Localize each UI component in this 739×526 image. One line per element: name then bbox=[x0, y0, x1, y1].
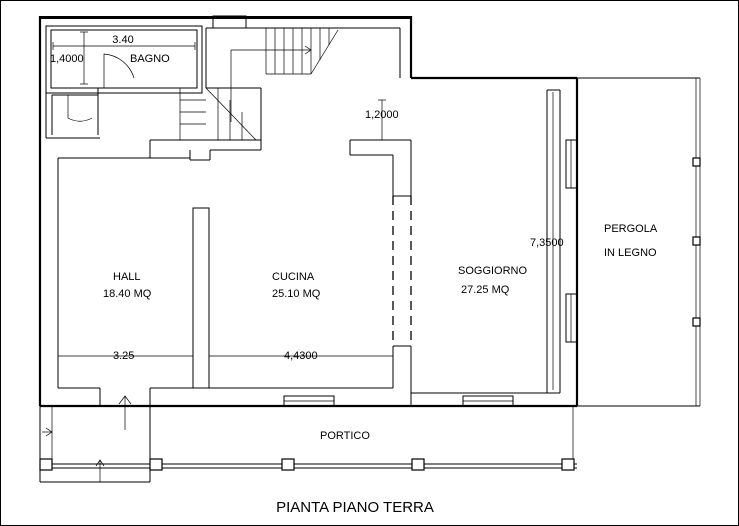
hall-area: 18.40 MQ bbox=[103, 288, 152, 300]
bagno-walls bbox=[45, 25, 203, 139]
cucina-width-dim: 4,4300 bbox=[284, 350, 318, 362]
bagno-door bbox=[103, 53, 135, 88]
stair-walls bbox=[149, 15, 401, 161]
outer-walls bbox=[38, 16, 579, 408]
portico-label: PORTICO bbox=[320, 430, 370, 442]
cucina-area: 25.10 MQ bbox=[272, 288, 321, 300]
pergola bbox=[577, 77, 701, 407]
cucina-label: CUCINA bbox=[272, 271, 315, 283]
soggiorno-area: 27.25 MQ bbox=[461, 284, 510, 296]
closet-door bbox=[67, 95, 93, 122]
soggiorno-depth-dim: 7,3500 bbox=[530, 237, 564, 249]
bagno-width-label: 3.40 bbox=[112, 34, 133, 46]
cucina-walls bbox=[209, 139, 412, 406]
plan-title: PIANTA PIANO TERRA bbox=[276, 499, 434, 516]
windows-south bbox=[283, 395, 514, 407]
bagno-height-label: 1,4000 bbox=[50, 53, 84, 65]
pergola-label: PERGOLA bbox=[604, 223, 658, 235]
staircase bbox=[179, 28, 339, 141]
hall-label: HALL bbox=[113, 271, 141, 283]
portico bbox=[39, 406, 577, 483]
hall-width-dim: 3.25 bbox=[113, 350, 134, 362]
soggiorno-label: SOGGIORNO bbox=[458, 265, 528, 277]
dimension-lines bbox=[52, 31, 554, 390]
bagno-label: BAGNO bbox=[130, 53, 170, 65]
soggiorno-top-dim: 1,2000 bbox=[365, 109, 399, 121]
soggiorno-walls bbox=[411, 89, 578, 394]
pergola-sublabel: IN LEGNO bbox=[604, 247, 657, 259]
entry-arrow bbox=[118, 395, 132, 430]
